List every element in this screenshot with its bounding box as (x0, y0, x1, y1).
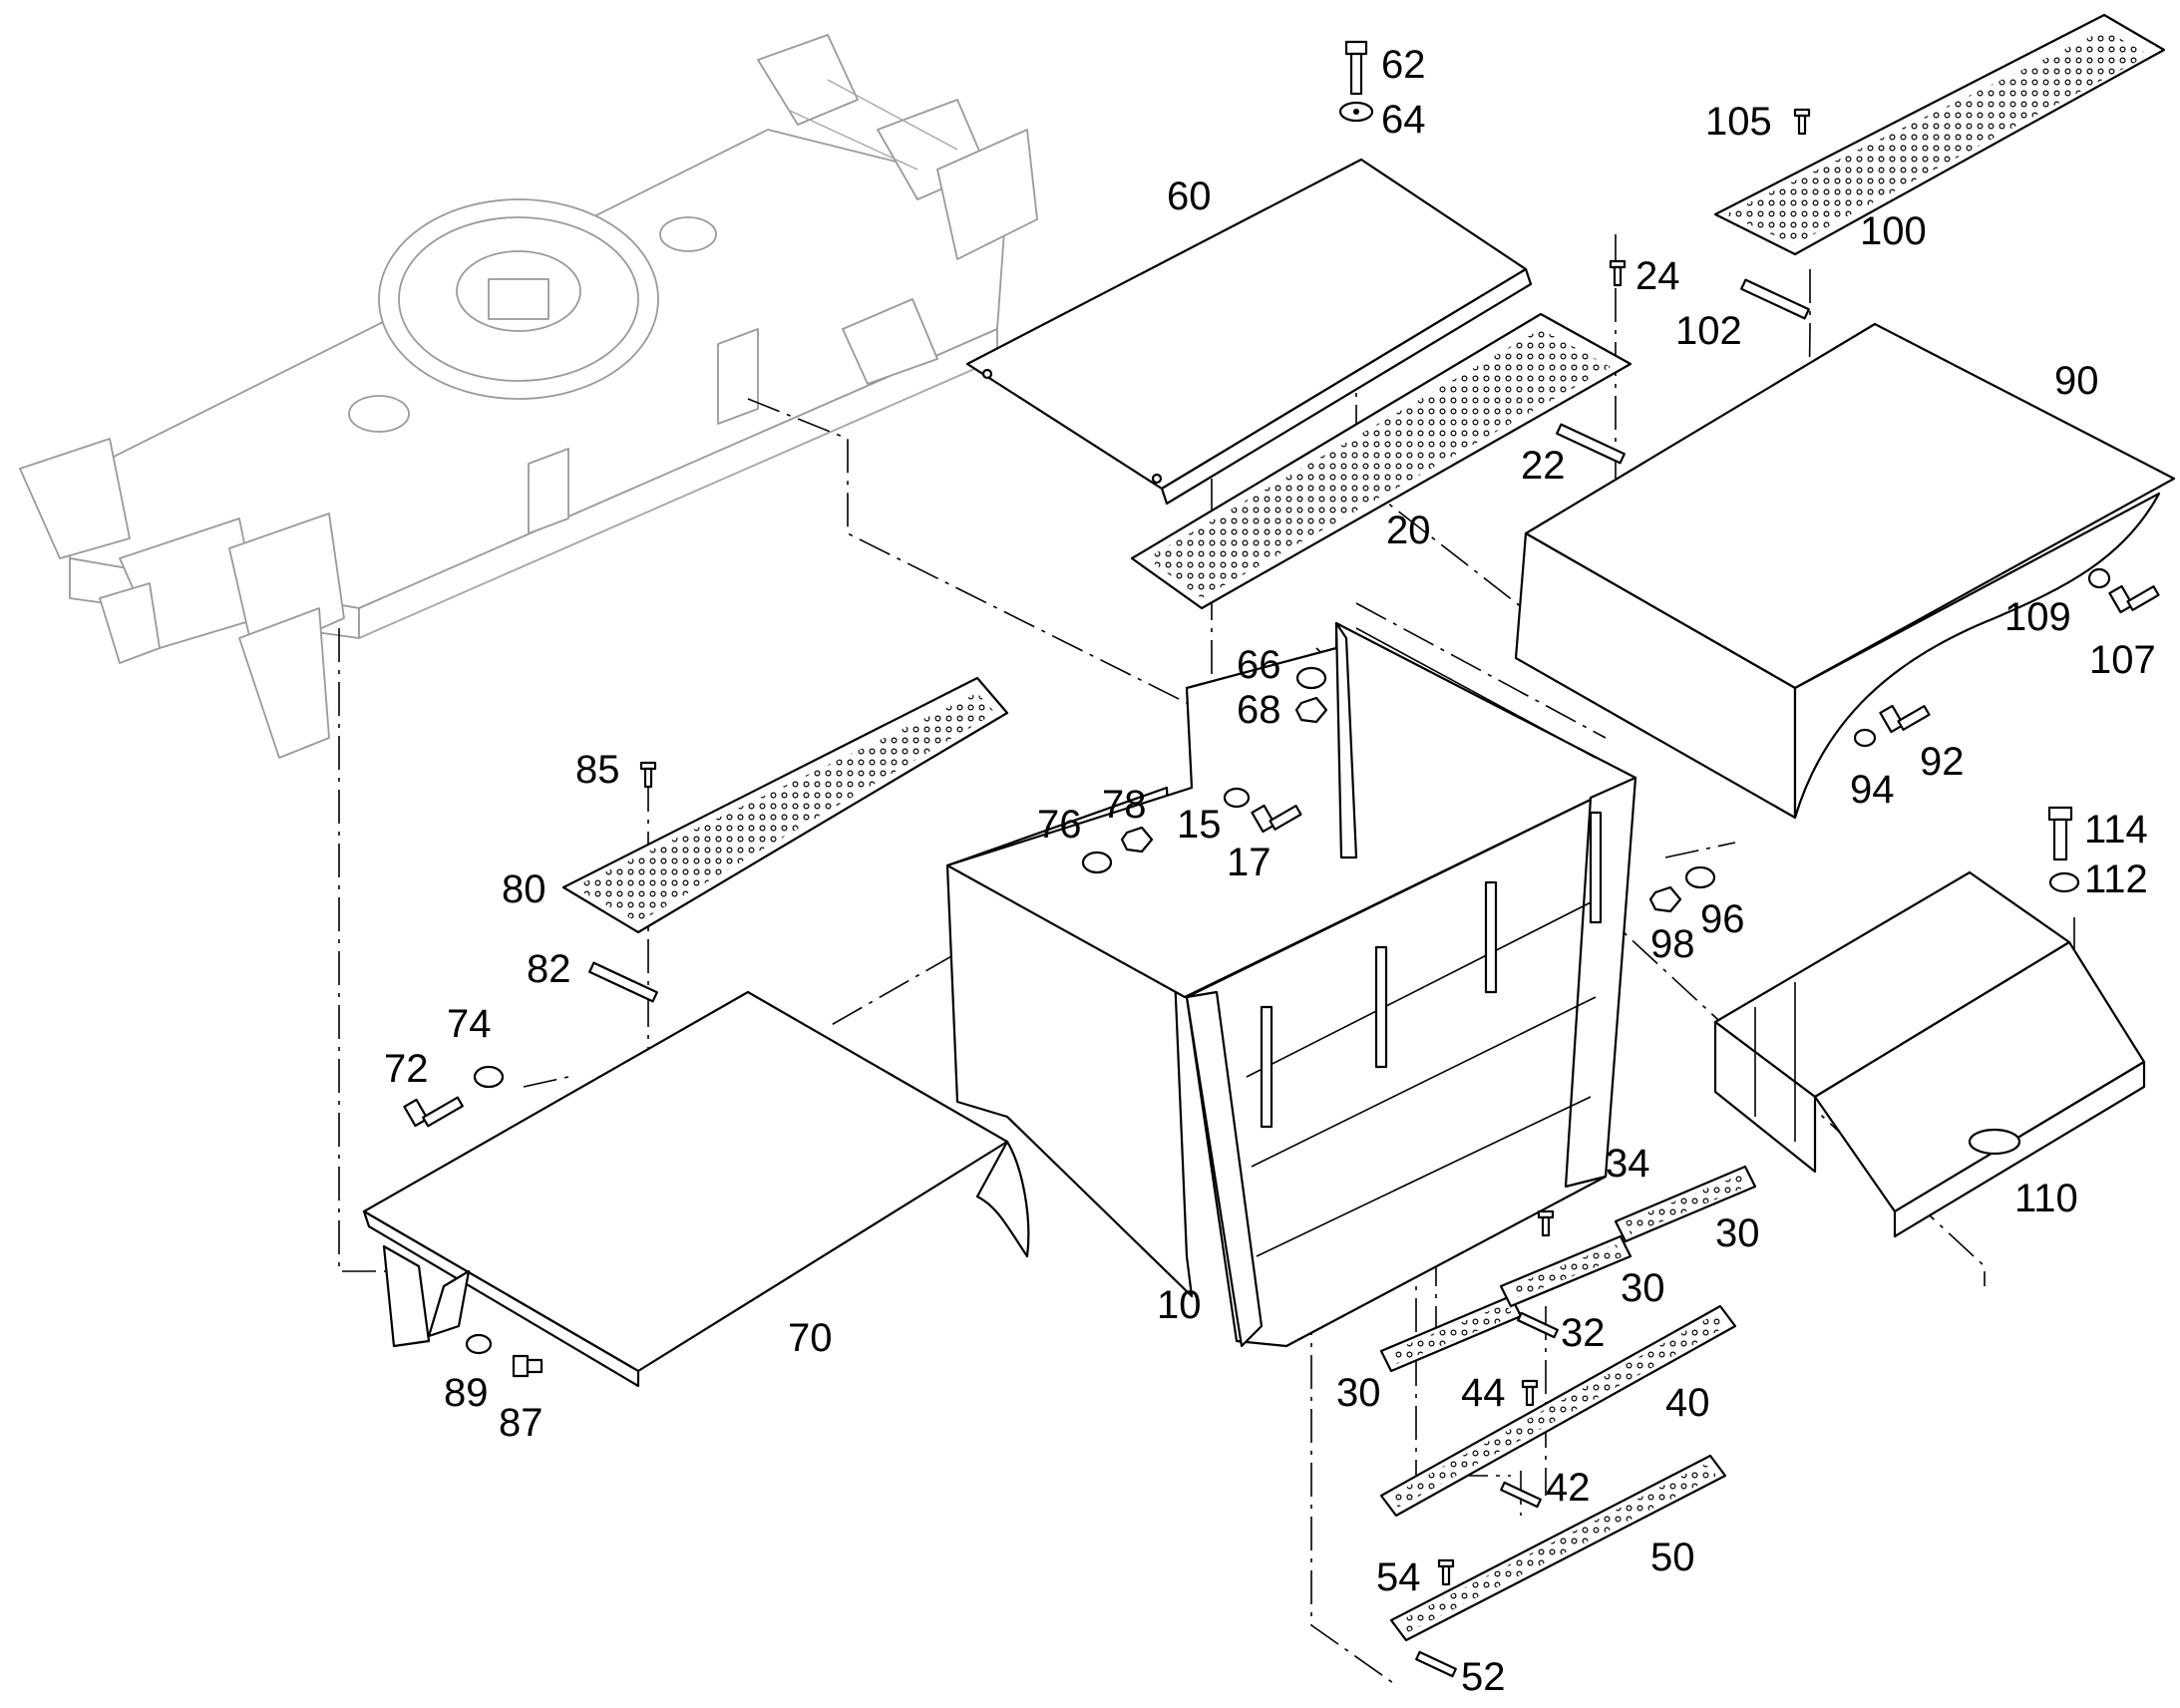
washer-icon (473, 1065, 505, 1089)
bolt-icon (2108, 584, 2160, 614)
part-50-grating (1389, 1454, 1727, 1642)
label-72: 72 (384, 1047, 429, 1091)
part-102-bracket (1740, 278, 1810, 320)
part-90-right-cover (1514, 322, 2176, 820)
machine-frame (19, 34, 1038, 759)
label-42: 42 (1546, 1466, 1591, 1510)
washer-icon (1338, 101, 1374, 123)
part-110-toolbox (1713, 870, 2146, 1238)
label-96: 96 (1700, 897, 1745, 941)
bolt-icon (512, 1354, 544, 1378)
label-90: 90 (2054, 359, 2099, 403)
label-114: 114 (2084, 808, 2148, 852)
label-62: 62 (1381, 43, 1426, 87)
bolt-icon (1251, 804, 1302, 834)
bolt-icon (403, 1096, 464, 1128)
label-44: 44 (1461, 1371, 1506, 1415)
nut-icon (1120, 826, 1154, 854)
label-80: 80 (502, 867, 546, 911)
part-30-grating-a (1379, 1294, 1523, 1373)
screw-icon (639, 761, 657, 789)
label-102: 102 (1675, 309, 1742, 353)
label-87: 87 (499, 1401, 544, 1445)
label-60: 60 (1167, 174, 1212, 218)
label-22: 22 (1521, 444, 1566, 488)
label-110: 110 (2014, 1177, 2078, 1220)
label-82: 82 (527, 947, 571, 991)
screw-icon (1609, 259, 1627, 287)
label-50: 50 (1650, 1536, 1695, 1579)
part-52-bracket (1415, 1650, 1457, 1678)
screw-icon (1437, 1558, 1455, 1586)
label-32: 32 (1561, 1311, 1606, 1355)
label-74: 74 (447, 1002, 492, 1046)
part-100-grating (1713, 13, 2166, 256)
label-30-c: 30 (1715, 1211, 1760, 1255)
screw-icon (1793, 108, 1811, 136)
bolt-icon (2047, 806, 2073, 861)
label-109: 109 (2004, 595, 2071, 639)
washer-icon (1223, 787, 1251, 809)
label-105: 105 (1705, 100, 1772, 144)
part-32-bracket (1517, 1311, 1559, 1339)
label-54: 54 (1376, 1555, 1421, 1599)
washer-icon (1081, 851, 1113, 874)
label-15: 15 (1177, 803, 1222, 847)
label-10: 10 (1157, 1283, 1202, 1327)
part-10-main-frame (945, 621, 1637, 1348)
label-70: 70 (788, 1316, 833, 1360)
screw-icon (1521, 1379, 1539, 1407)
label-98: 98 (1650, 922, 1695, 966)
label-17: 17 (1227, 841, 1272, 884)
part-20-grating (1130, 312, 1633, 610)
label-40: 40 (1665, 1381, 1710, 1425)
nut-icon (1648, 885, 1682, 913)
label-94: 94 (1850, 768, 1895, 812)
callout-labels: 62 64 60 105 100 24 102 90 22 20 109 107… (384, 43, 2156, 1699)
washer-icon (1295, 666, 1327, 690)
label-20: 20 (1386, 509, 1431, 552)
label-34: 34 (1606, 1142, 1650, 1186)
part-80-grating (561, 676, 1009, 934)
part-42-bracket (1500, 1481, 1542, 1509)
part-30-grating-b (1499, 1234, 1633, 1308)
label-78: 78 (1102, 783, 1147, 827)
part-40-grating (1379, 1304, 1737, 1518)
nut-icon (1294, 696, 1328, 724)
bolt-icon (1344, 40, 1368, 96)
label-100: 100 (1860, 209, 1927, 253)
bolt-icon (1879, 704, 1931, 734)
washer-icon (2048, 871, 2080, 893)
part-30-grating-c (1614, 1165, 1757, 1243)
label-24: 24 (1635, 254, 1680, 298)
washer-icon (1853, 728, 1877, 748)
label-52: 52 (1461, 1655, 1506, 1699)
label-64: 64 (1381, 98, 1426, 142)
label-92: 92 (1920, 740, 1965, 784)
label-85: 85 (575, 748, 620, 792)
part-82-bracket (588, 961, 658, 1003)
label-66: 66 (1237, 643, 1281, 687)
label-76: 76 (1037, 803, 1082, 847)
part-70-left-cover (362, 990, 1030, 1388)
label-30-b: 30 (1621, 1266, 1665, 1310)
screw-icon (1537, 1209, 1555, 1237)
washer-icon (1684, 865, 1716, 889)
label-68: 68 (1237, 688, 1281, 732)
label-89: 89 (444, 1371, 489, 1415)
part-60-cover-plate (965, 158, 1533, 506)
washer-icon (465, 1333, 493, 1355)
part-22-bracket (1556, 423, 1626, 465)
label-112: 112 (2084, 857, 2148, 901)
label-30-a: 30 (1336, 1371, 1381, 1415)
washer-icon (2087, 567, 2111, 589)
label-107: 107 (2089, 638, 2156, 682)
